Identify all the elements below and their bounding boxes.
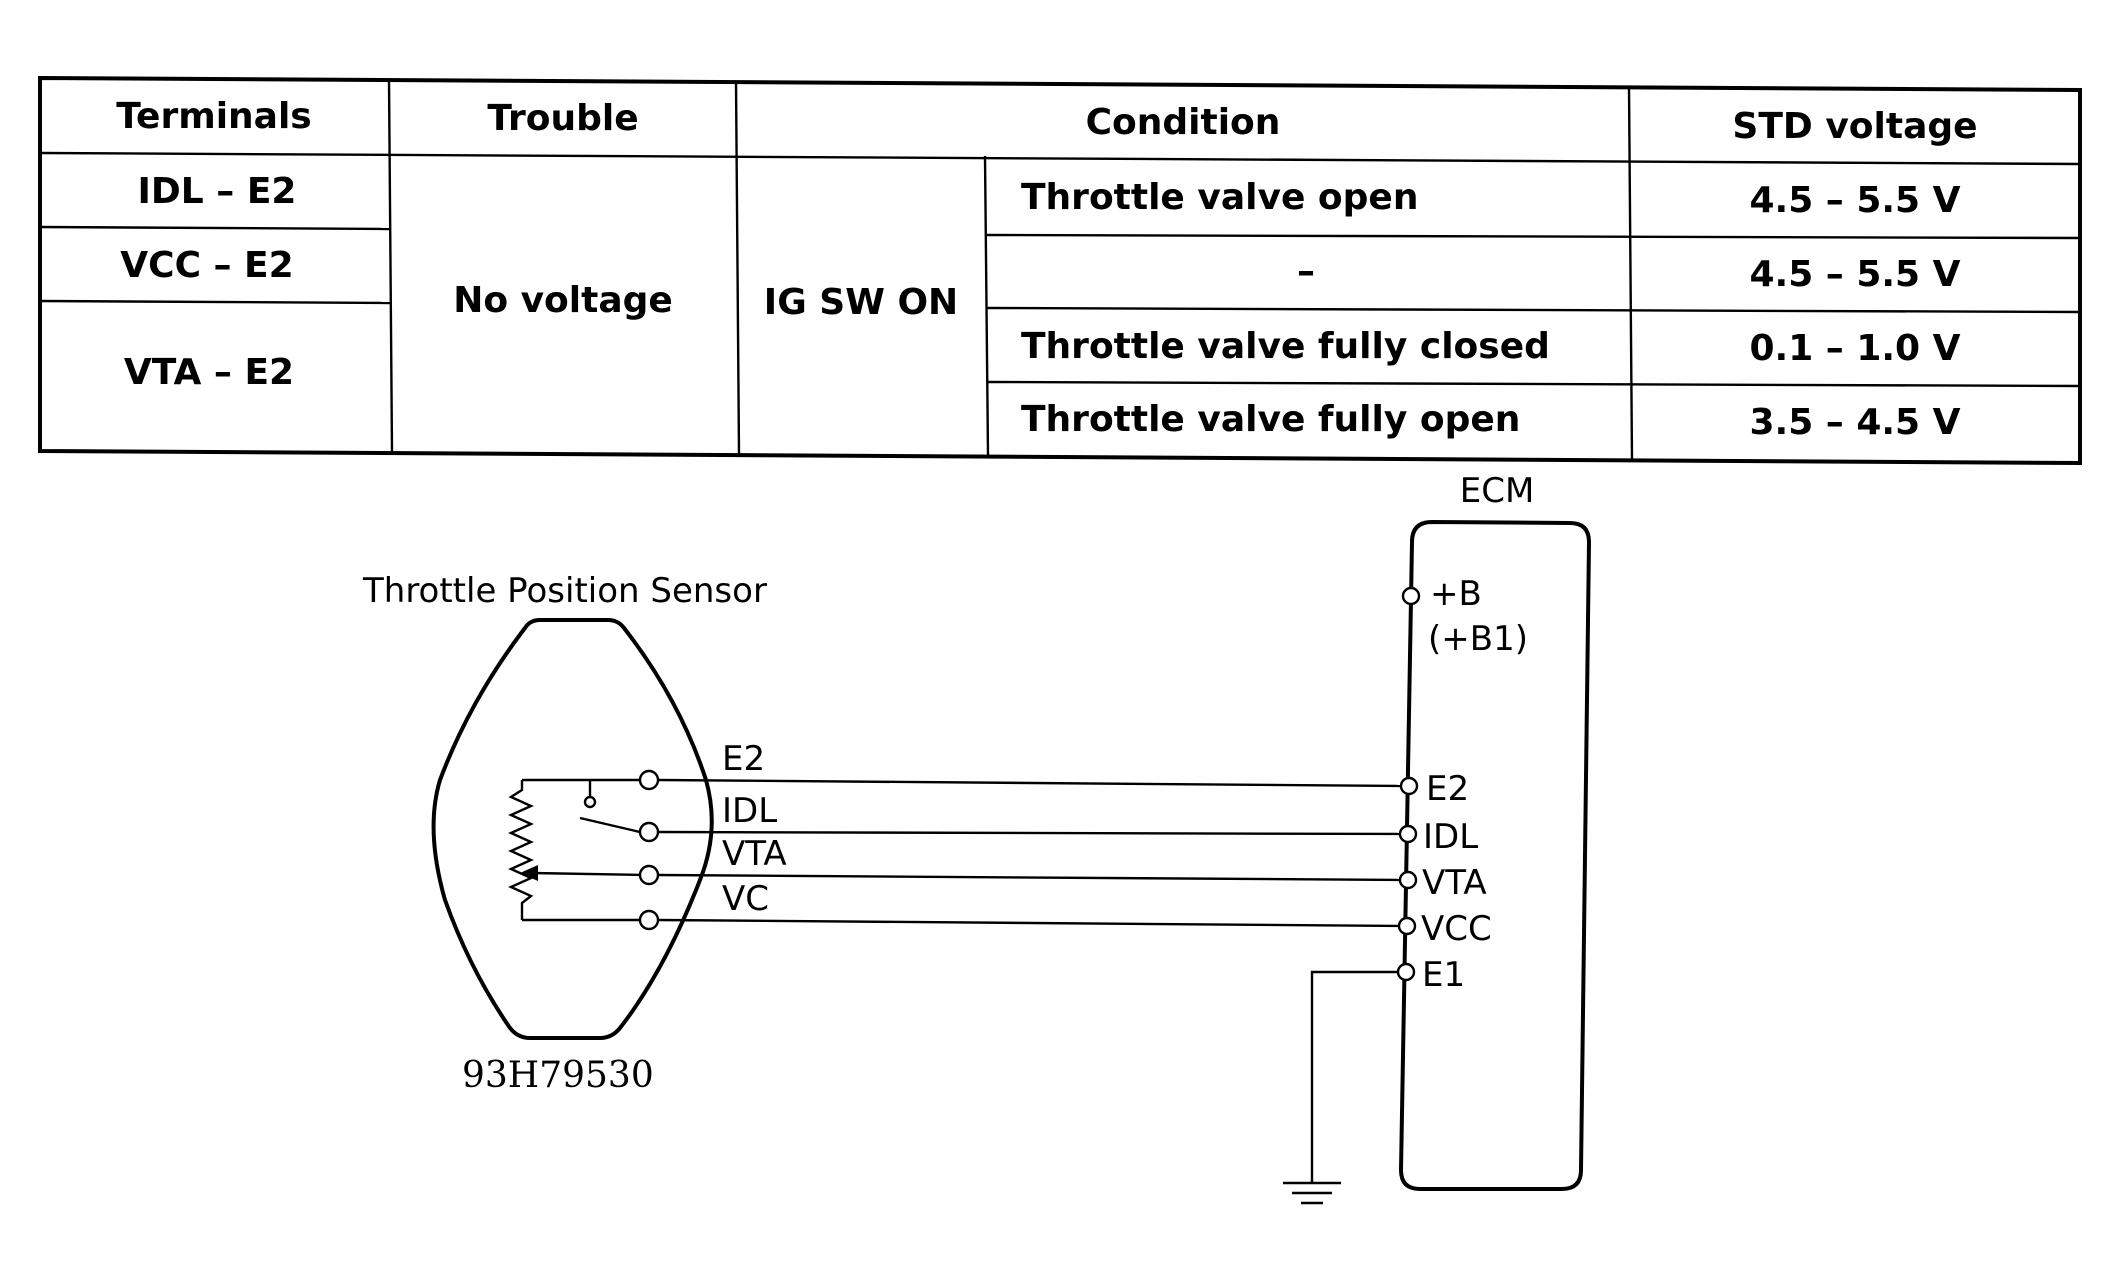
header-std-voltage: STD voltage — [1732, 106, 1977, 147]
sensor-title: Throttle Position Sensor — [362, 571, 767, 611]
col-divider-1 — [387, 79, 394, 453]
table-border — [38, 75, 2082, 466]
wire-vta — [657, 873, 1405, 882]
ecm-box — [1398, 519, 1592, 1191]
sensor-terminal-vc — [638, 909, 660, 931]
ecm-title: ECM — [1460, 471, 1535, 511]
condition-row-line-3 — [986, 380, 2081, 388]
col-divider-2 — [734, 81, 741, 455]
sensor-label-vta: VTA — [722, 834, 787, 874]
sensor-label-idl: IDL — [722, 791, 777, 831]
sensor-terminal-idl — [638, 821, 660, 843]
wiper-arrow-icon — [520, 865, 538, 881]
throttle-position-sensor-body — [431, 618, 714, 1040]
ecm-terminal-vta — [1398, 870, 1418, 890]
col-divider-4 — [1627, 86, 1634, 461]
col-divider-3 — [983, 155, 990, 457]
vta-internal-wire — [531, 871, 649, 877]
header-trouble: Trouble — [487, 98, 638, 139]
ecm-label-idl: IDL — [1423, 817, 1478, 857]
ecm-terminal-e1 — [1396, 962, 1416, 982]
ecm-terminal-idl — [1398, 824, 1418, 844]
ecm-label-e2: E2 — [1426, 769, 1469, 809]
condition-row-3: Throttle valve fully closed — [1021, 326, 1550, 367]
sensor-terminal-vta — [638, 864, 660, 886]
wire-idl — [657, 830, 1405, 836]
spec-table: Terminals Trouble Condition STD voltage … — [38, 75, 2082, 466]
ecm-terminal-vcc — [1397, 916, 1417, 936]
ecm-label-vcc: VCC — [1421, 909, 1492, 949]
terminal-vcc-e2: VCC – E2 — [120, 245, 293, 286]
table-header-divider — [39, 151, 2081, 166]
terminals-row-line-1 — [39, 225, 391, 231]
condition-row-2: – — [1297, 251, 1315, 292]
idl-switch-blade — [579, 816, 648, 834]
ecm-label-plus-b: +B — [1430, 574, 1482, 614]
voltage-row-1: 4.5 – 5.5 V — [1749, 180, 1960, 221]
condition-row-4: Throttle valve fully open — [1021, 399, 1520, 440]
condition-row-line-1 — [986, 233, 2081, 240]
e1-ground-wire — [1310, 970, 1398, 1183]
wire-e2 — [657, 778, 1405, 788]
ecm-label-e1: E1 — [1422, 955, 1465, 995]
voltage-row-4: 3.5 – 4.5 V — [1749, 402, 1960, 443]
ecm-label-vta: VTA — [1422, 863, 1487, 903]
ecm-label-plus-b1: (+B1) — [1428, 619, 1528, 659]
trouble-no-voltage: No voltage — [453, 280, 673, 321]
voltage-row-2: 4.5 – 5.5 V — [1749, 254, 1960, 295]
header-condition: Condition — [1086, 102, 1281, 143]
terminal-vta-e2: VTA – E2 — [124, 352, 294, 393]
sensor-terminal-e2 — [638, 769, 660, 791]
ecm-terminal-plus-b — [1401, 586, 1421, 606]
terminal-idl-e2: IDL – E2 — [138, 171, 297, 212]
idl-switch-contact — [583, 795, 597, 809]
wire-vc — [657, 918, 1405, 928]
ground-icon — [1283, 1181, 1341, 1205]
figure-code: 93H79530 — [462, 1055, 654, 1096]
sensor-label-e2: E2 — [722, 739, 765, 779]
voltage-row-3: 0.1 – 1.0 V — [1749, 328, 1960, 369]
ecm-terminal-e2 — [1399, 776, 1419, 796]
condition-row-1: Throttle valve open — [1021, 177, 1418, 218]
condition-ig-sw-on: IG SW ON — [764, 282, 958, 323]
wiring-diagram: Throttle Position Sensor E2 IDL VTA VC — [362, 471, 1592, 1205]
terminals-row-line-2 — [39, 299, 391, 305]
header-terminals: Terminals — [116, 96, 312, 137]
sensor-label-vc: VC — [722, 879, 769, 919]
condition-row-line-2 — [986, 306, 2081, 314]
resistor-element — [508, 780, 534, 920]
